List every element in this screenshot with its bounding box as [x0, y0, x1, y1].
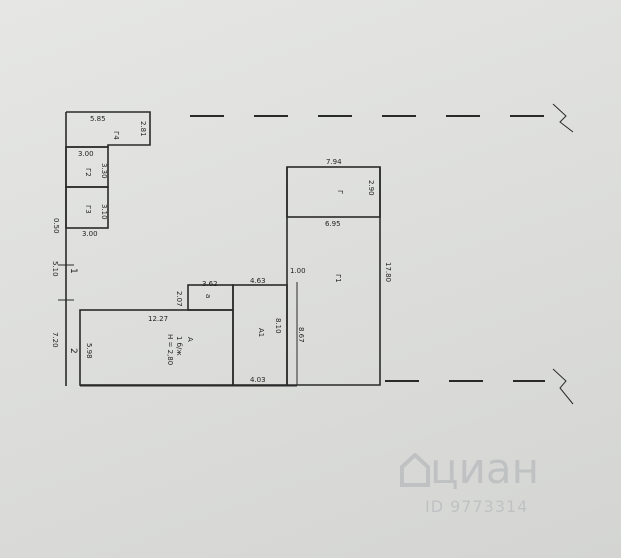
label-g3: Г3	[84, 205, 92, 214]
dim-g-bottom: 6.95	[325, 220, 341, 228]
watermark-brand: циан	[400, 448, 539, 490]
dim-g4-side: 2.81	[139, 121, 147, 137]
dim-g3-bottom: 3.00	[82, 230, 98, 238]
watermark-id: ID 9773314	[425, 497, 529, 516]
mark-1: 1	[68, 268, 78, 274]
mark-2: 2	[68, 348, 78, 354]
room-g4	[66, 111, 151, 148]
label-g4: Г4	[112, 131, 120, 140]
label-a-height: H = 2,80	[166, 334, 174, 365]
label-a-small: а	[204, 294, 212, 298]
room-g1	[286, 167, 381, 386]
watermark-house-icon	[400, 453, 430, 487]
dim-a1-top: 4.63	[250, 277, 266, 285]
label-g1: Г1	[334, 274, 342, 283]
watermark-brand-text: циан	[430, 444, 540, 493]
dim-g1-right: 17.80	[384, 262, 392, 282]
label-g: Г	[336, 190, 344, 194]
room-g	[286, 166, 381, 218]
dim-a-left: 2.07	[175, 291, 183, 307]
dim-left-1: 5.10	[51, 261, 59, 277]
dim-g-side: 2.90	[367, 180, 375, 196]
dim-g4-top: 5.85	[90, 115, 106, 123]
dim-small-left: 0.50	[52, 218, 60, 234]
label-g2: Г2	[84, 168, 92, 177]
dim-g2-side: 3.30	[100, 163, 108, 179]
label-a1: А1	[257, 328, 265, 337]
boundary-arrow-top	[552, 103, 574, 133]
dim-g3-side: 3.10	[100, 204, 108, 220]
dim-bottom: 4.03	[250, 376, 266, 384]
label-a-main: А	[186, 337, 194, 342]
dim-a1-side: 8.10	[274, 318, 282, 334]
dim-g2-top: 3.00	[78, 150, 94, 158]
dim-g1-left: 1.00	[290, 267, 306, 275]
dim-g1-side: 8.67	[297, 327, 305, 343]
dim-a-top: 3.62	[202, 280, 218, 288]
dim-main-top: 12.27	[148, 315, 168, 323]
dim-left-2: 7.20	[51, 332, 59, 348]
boundary-arrow-bottom	[552, 368, 574, 405]
dim-g-top: 7.94	[326, 158, 342, 166]
dim-main-left: 5.98	[85, 343, 93, 359]
room-a-main	[79, 309, 234, 386]
label-a-type: 1 б/ж	[175, 336, 183, 356]
